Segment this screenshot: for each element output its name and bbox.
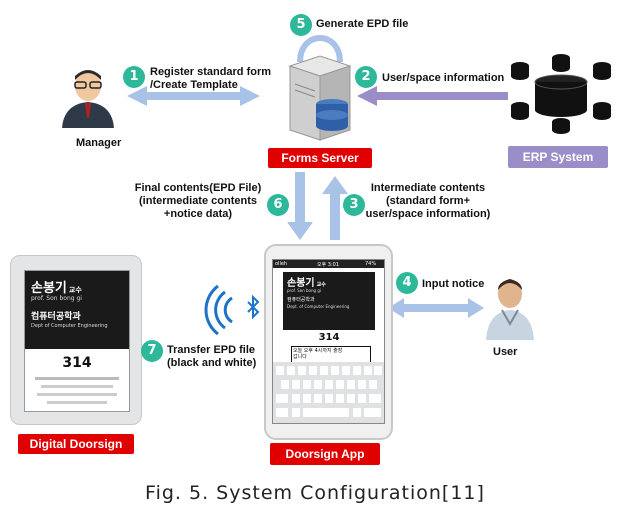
erp-database-icon	[506, 52, 616, 136]
server-icon	[280, 54, 360, 142]
app-room: 314	[318, 332, 340, 343]
step-7-badge: 7	[141, 340, 163, 362]
step-6-label: Final contents(EPD File) (intermediate c…	[134, 182, 262, 220]
manager-icon	[58, 66, 118, 128]
user-label: User	[493, 346, 518, 358]
digital-doorsign-label: Digital Doorsign	[18, 434, 134, 454]
doorsign-dept: 컴퓨터공학과	[31, 312, 81, 322]
bluetooth-signal-icon	[204, 284, 233, 336]
doorsign-room: 314	[62, 355, 92, 371]
step-5-badge: 5	[290, 14, 312, 36]
app-name-en: prof. Son bong gi	[287, 288, 321, 293]
doorsign-dept-en: Dept of Computer Engineering	[31, 323, 108, 329]
step-4-badge: 4	[396, 272, 418, 294]
step-3-badge: 3	[343, 194, 365, 216]
step-6-badge: 6	[267, 194, 289, 216]
arrow-erp-server	[357, 86, 508, 106]
user-icon	[480, 276, 540, 340]
forms-server-label: Forms Server	[268, 148, 372, 168]
arrow-manager-server	[127, 86, 260, 106]
app-sign-preview	[283, 272, 375, 330]
status-bar: olleh 오후 3:01 74%	[273, 260, 384, 268]
erp-system-label: ERP System	[508, 146, 608, 168]
bluetooth-icon	[247, 294, 260, 320]
doorsign-name-en: prof. Son bong gi	[31, 295, 82, 302]
arrow-server-to-app	[287, 172, 313, 240]
step-2-badge: 2	[355, 66, 377, 88]
loop-arrow-generate	[297, 35, 343, 63]
arrow-app-user	[388, 298, 484, 318]
manager-label: Manager	[76, 137, 122, 149]
app-keyboard[interactable]	[273, 362, 384, 423]
step-2-label: User/space information	[382, 72, 505, 84]
app-dept-en: Dept. of Computer Engineering	[287, 304, 350, 309]
step-4-label: Input notice	[422, 278, 485, 290]
step-7-label: Transfer EPD file (black and white)	[167, 344, 257, 369]
figure-caption: Fig. 5. System Configuration[11]	[145, 482, 485, 504]
step-1-label: Register standard form /Create Template	[150, 66, 272, 91]
arrow-app-to-server	[322, 176, 348, 240]
step-5-label: Generate EPD file	[316, 18, 409, 30]
app-dept: 컴퓨터공학과	[287, 297, 315, 303]
step-3-label: Intermediate contents (standard form+ us…	[365, 182, 491, 220]
doorsign-app-label: Doorsign App	[270, 443, 380, 465]
step-1-badge: 1	[123, 66, 145, 88]
